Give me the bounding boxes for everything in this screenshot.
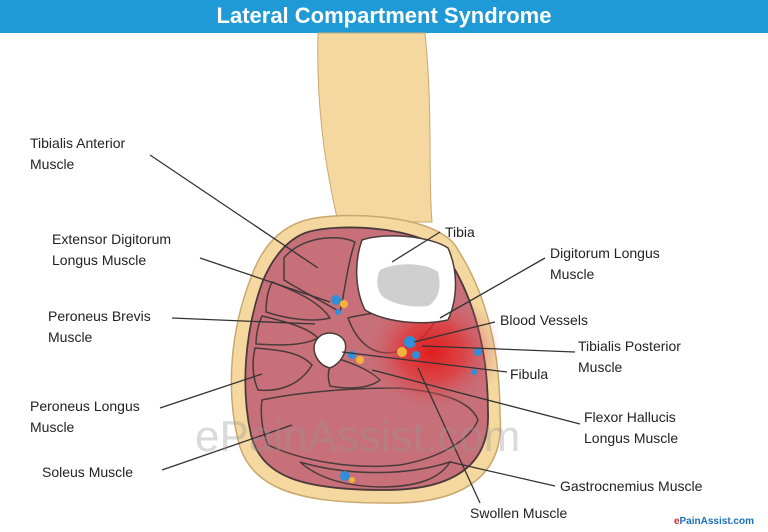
vessel-cluster-posterior [397, 336, 420, 359]
label-digitorum-longus: Digitorum Longus Muscle [550, 245, 660, 282]
label-blood-vessels: Blood Vessels [500, 312, 588, 328]
leader-extensor-digitorum [199, 257, 331, 303]
tibialis-anterior-muscle [283, 236, 356, 314]
skin-extension [317, 32, 433, 223]
leader-tibialis-anterior [149, 154, 319, 269]
label-tibia: Tibia [445, 224, 475, 240]
leader-flexor-hallucis [371, 369, 581, 425]
tibia-marrow [377, 264, 440, 307]
label-extensor-digitorum: Extensor Digitorum Longus Muscle [52, 231, 172, 268]
label-peroneus-brevis: Peroneus Brevis Muscle [48, 308, 151, 345]
leader-blood-vessels [413, 321, 496, 343]
vessel-cluster-superficial [340, 471, 355, 483]
diagram-title: Lateral Compartment Syndrome [216, 3, 552, 28]
label-swollen-muscle: Swollen Muscle [470, 505, 568, 521]
label-fibula: Fibula [510, 366, 549, 382]
label-peroneus-longus: Peroneus Longus Muscle [30, 398, 140, 435]
leader-peroneus-longus [159, 373, 263, 409]
site-credit: ePainAssist.com [674, 516, 754, 527]
title-banner: Lateral Compartment Syndrome [0, 0, 768, 33]
fibula-bone [313, 332, 347, 369]
peroneus-longus-muscle [252, 347, 313, 392]
label-tibialis-posterior: Tibialis Posterior Muscle [578, 338, 681, 375]
credit-rest: PainAssist.com [679, 516, 754, 527]
leader-soleus [161, 424, 293, 471]
credit-prefix: e [673, 516, 680, 527]
leader-digitorum-longus [439, 257, 546, 319]
gastrocnemius-muscle [299, 460, 452, 488]
extensor-digitorum-muscle [265, 281, 332, 321]
leader-tibia [391, 231, 441, 263]
leader-peroneus-brevis [171, 317, 316, 325]
label-flexor-hallucis: Flexor Hallucis Longus Muscle [584, 409, 679, 446]
label-tibialis-anterior: Tibialis Anterior Muscle [30, 135, 126, 172]
tibialis-posterior-muscle [327, 357, 382, 389]
leader-gastrocnemius [449, 461, 556, 487]
label-gastrocnemius: Gastrocnemius Muscle [560, 478, 703, 494]
peroneus-brevis-muscle [255, 315, 320, 346]
vessel-cluster-anterior [331, 295, 348, 315]
leader-lines [149, 154, 581, 504]
leader-fibula [341, 351, 508, 373]
leader-tibialis-posterior [421, 345, 576, 353]
leader-swollen [417, 367, 481, 504]
label-soleus: Soleus Muscle [42, 464, 134, 480]
watermark-text: ePainAssist.com [195, 412, 521, 461]
vessel-cluster-lateral [471, 348, 482, 375]
